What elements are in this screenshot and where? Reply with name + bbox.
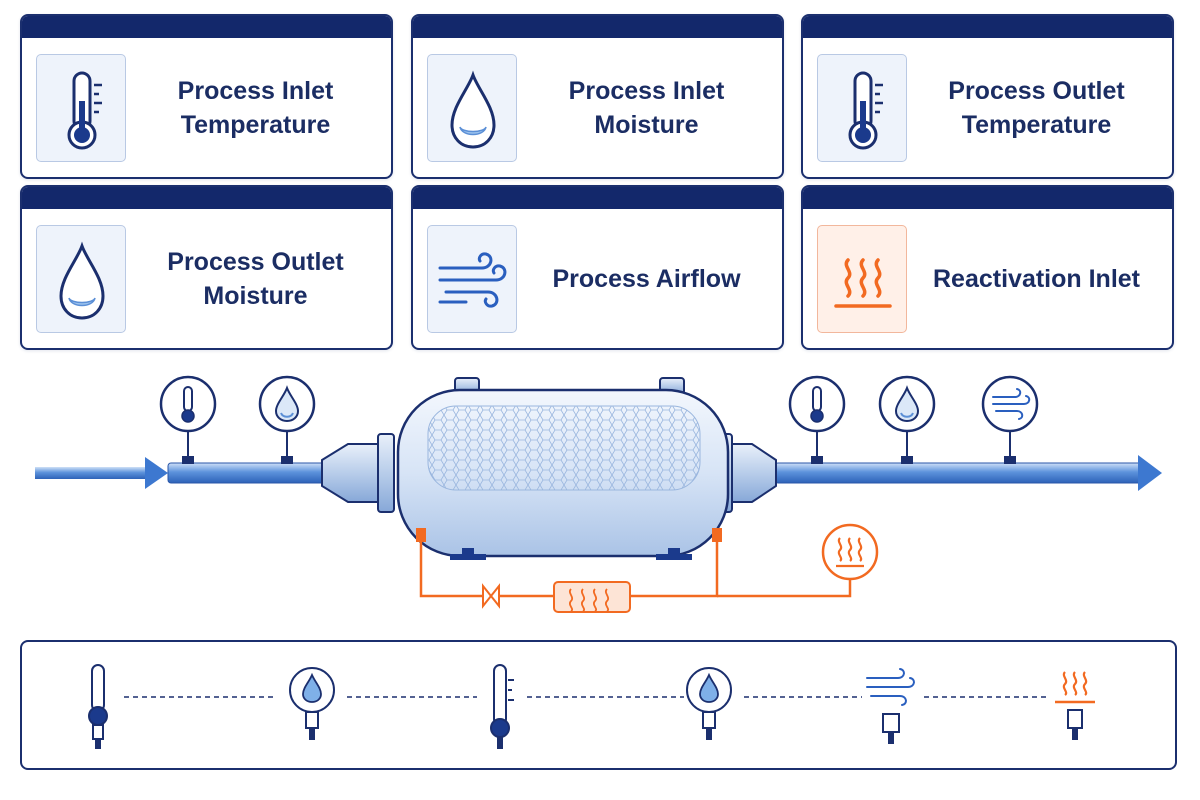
thermometer-icon (817, 54, 907, 162)
water-drop-icon (36, 225, 126, 333)
card-label-line1: Reactivation Inlet (933, 264, 1140, 293)
moisture-sensor-icon (289, 667, 335, 740)
card-label: Process Airflow (523, 209, 770, 348)
card-header-bar (803, 187, 1172, 209)
card-header-bar (22, 16, 391, 38)
heat-sensor-icon (821, 523, 879, 581)
airflow-sensor-icon (866, 668, 915, 744)
card-label-line1: Process Outlet (167, 247, 344, 276)
card-header-bar (803, 16, 1172, 38)
outlet-moisture-sensor (878, 375, 936, 464)
card-label-line2: Temperature (180, 110, 331, 139)
outlet-flow-arrow (774, 455, 1162, 491)
reactivation-valve (482, 583, 500, 609)
thermometer-sensor-icon (490, 664, 514, 749)
thermometer-sensor-icon (88, 664, 108, 749)
thermometer-icon (36, 54, 126, 162)
sensor-legend-panel (20, 640, 1177, 770)
process-diagram (35, 375, 1162, 613)
inlet-moisture-sensor (258, 375, 316, 464)
desiccant-vessel (321, 377, 777, 560)
reactivation-loop (419, 523, 879, 613)
card-label-line2: Moisture (594, 110, 699, 139)
card-label-line1: Process Outlet (948, 76, 1125, 105)
card-label-line2: Moisture (203, 281, 308, 310)
inlet-flow-arrow (35, 457, 168, 489)
inlet-temperature-sensor (159, 375, 217, 464)
card-label: Reactivation Inlet (913, 209, 1160, 348)
outlet-temperature-sensor (788, 375, 846, 464)
moisture-sensor-icon (686, 667, 732, 740)
card-label-line1: Process Inlet (568, 76, 725, 105)
airflow-sensor (981, 375, 1039, 464)
inlet-pipe (167, 462, 339, 484)
water-drop-icon (427, 54, 517, 162)
card-header-bar (413, 16, 782, 38)
reactivation-heater (553, 581, 631, 613)
card-header-bar (413, 187, 782, 209)
card-reactivation-inlet[interactable]: Reactivation Inlet (801, 185, 1174, 350)
airflow-icon (427, 225, 517, 333)
heat-sensor-icon (1055, 671, 1095, 740)
card-label-line2: Temperature (961, 110, 1112, 139)
card-header-bar (22, 187, 391, 209)
heat-icon (817, 225, 907, 333)
card-label-line1: Process Inlet (177, 76, 334, 105)
card-label-line1: Process Airflow (552, 264, 741, 293)
card-process-airflow[interactable]: Process Airflow (411, 185, 784, 350)
